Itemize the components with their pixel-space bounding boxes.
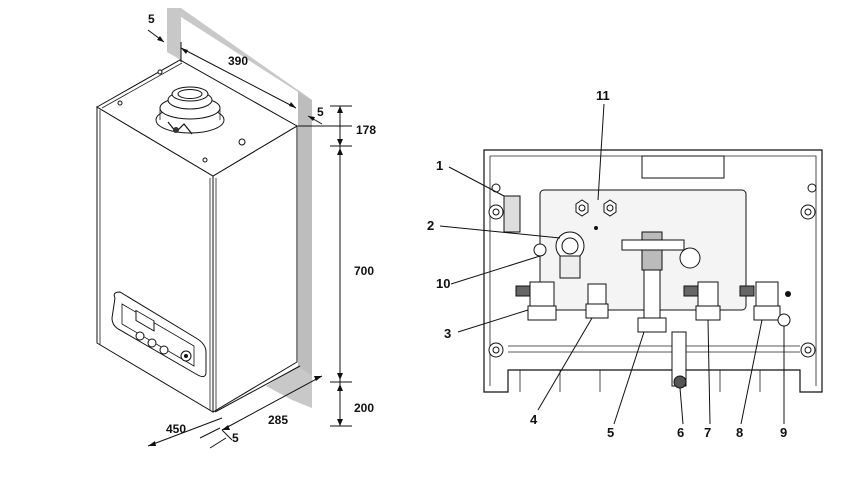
sensor-ring: [679, 247, 701, 269]
callout-4: 4: [530, 412, 538, 427]
dim-floor-width: 450: [166, 422, 186, 436]
valve-row: [515, 281, 791, 327]
drain-tap: [673, 375, 687, 389]
top-stud: [202, 157, 208, 163]
wall-shade-upper: [167, 8, 181, 60]
callout-5: 5: [607, 425, 614, 440]
boiler-isometric-view: 5 390 5 178 700 200 285 5 450: [96, 8, 376, 449]
dimension-lines: [147, 29, 352, 449]
flue-outlet: [155, 86, 225, 135]
top-stud: [117, 100, 123, 106]
panel-knob: [159, 345, 169, 355]
floor-shade: [266, 366, 312, 408]
dim-top-clearance: 5: [148, 12, 155, 26]
callout-2: 2: [427, 218, 434, 233]
callout-7: 7: [704, 425, 711, 440]
top-stud: [157, 69, 163, 75]
panel-knob: [135, 331, 145, 341]
panel-knob: [147, 338, 157, 348]
callout-10: 10: [436, 276, 450, 291]
dim-top-space: 178: [356, 123, 376, 137]
top-stud: [238, 138, 246, 146]
callout-1: 1: [436, 158, 443, 173]
control-panel: [111, 291, 207, 378]
wall-shade-top: [167, 8, 312, 100]
dim-width: 390: [228, 54, 248, 68]
callout-leaders: [439, 103, 785, 425]
panel-display: [135, 309, 155, 332]
gas-pipe-assembly: [621, 231, 685, 333]
electrical-glands: [575, 199, 617, 230]
dim-side-clearance: 5: [317, 105, 324, 119]
callout-8: 8: [736, 425, 743, 440]
callout-11: 11: [596, 88, 610, 103]
dim-bottom-space: 200: [354, 401, 374, 415]
dim-height: 700: [354, 264, 374, 278]
callout-9: 9: [780, 425, 787, 440]
callout-3: 3: [444, 326, 451, 341]
rating-plate: [641, 155, 725, 179]
mounting-bracket: [503, 195, 521, 233]
callout-6: 6: [677, 425, 684, 440]
pressure-relief-valve: [533, 231, 585, 279]
wall-shade-vertical: [298, 90, 312, 408]
dim-floor-gap: 5: [232, 431, 239, 445]
connection-panel-view: 1 2 10 3 4 5 6 7 8 9 11: [427, 88, 823, 440]
dim-depth: 285: [268, 413, 288, 427]
